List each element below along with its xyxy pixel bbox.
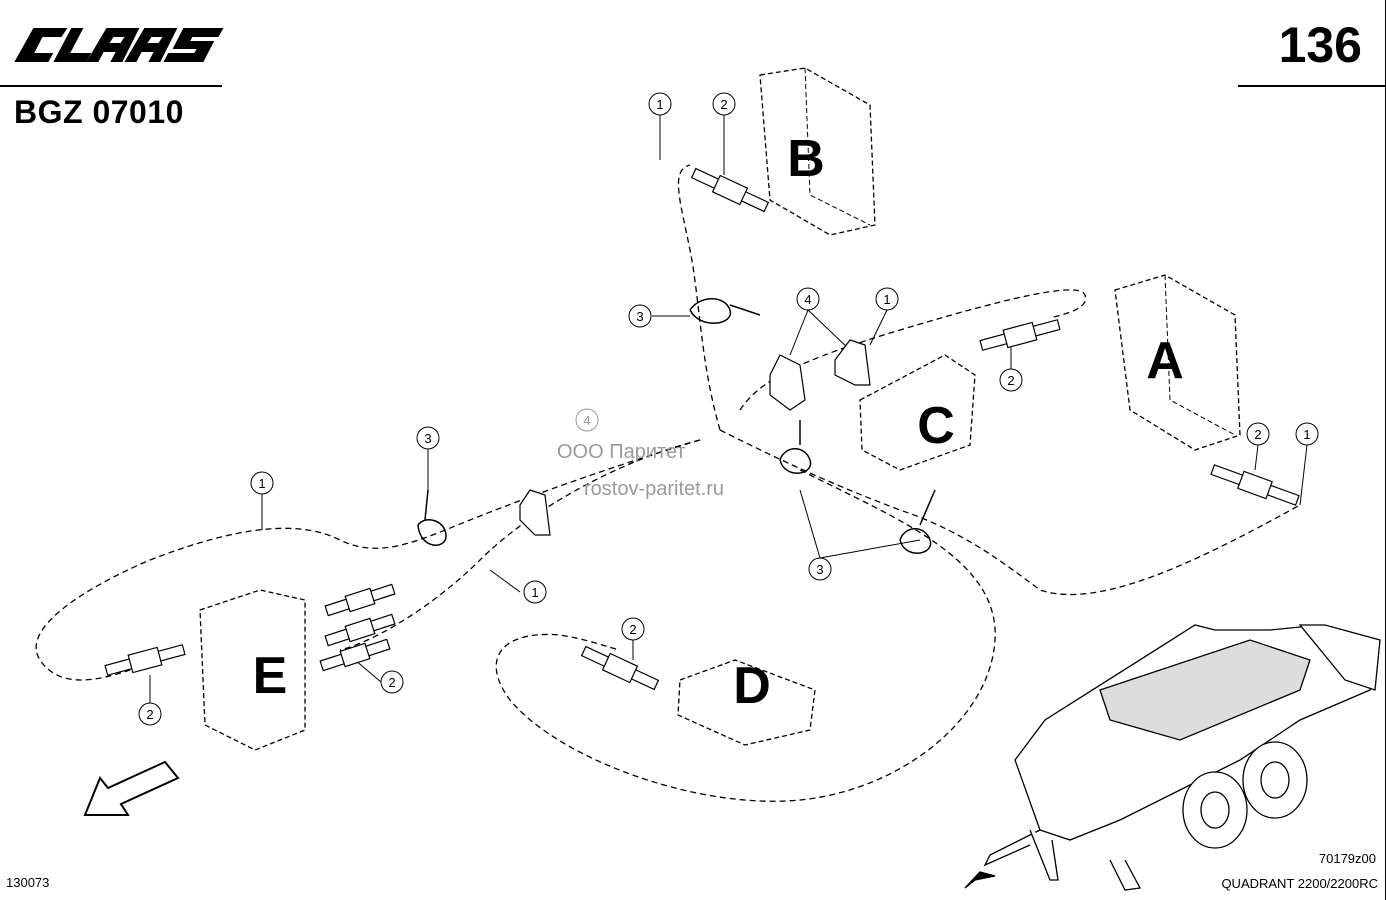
coupling <box>979 319 1061 351</box>
callout-markers: 1 2 3 4 1 2 2 1 4 3 1 1 3 2 2 2 <box>138 92 1319 726</box>
svg-text:1: 1 <box>258 476 265 491</box>
callout-2: 2 <box>999 368 1023 392</box>
callout-3: 3 <box>808 557 832 581</box>
callout-2: 2 <box>712 92 736 116</box>
valve-block-e: E <box>199 589 306 751</box>
svg-text:2: 2 <box>388 675 395 690</box>
header-rule <box>0 85 222 87</box>
svg-text:4: 4 <box>804 292 811 307</box>
svg-text:1: 1 <box>656 97 663 112</box>
callout-4-ghost: 4 <box>575 408 599 432</box>
hose-couplings <box>104 167 1300 691</box>
valve-label-d: D <box>733 657 771 715</box>
coupling <box>324 583 396 617</box>
watermark-company: ООО Паритет <box>557 441 686 463</box>
coupling <box>104 644 186 676</box>
hose-brackets <box>519 339 871 536</box>
valve-label-e: E <box>253 647 288 705</box>
svg-text:3: 3 <box>636 309 643 324</box>
svg-text:2: 2 <box>1007 373 1014 388</box>
valve-block-b: B <box>759 67 876 236</box>
callout-4: 4 <box>796 287 820 311</box>
valve-label-a: A <box>1146 332 1184 390</box>
callout-2: 2 <box>1246 422 1270 446</box>
callout-1: 1 <box>648 92 672 116</box>
svg-text:3: 3 <box>424 431 431 446</box>
callout-1: 1 <box>1295 422 1319 446</box>
watermark-url: rostov-paritet.ru <box>584 478 725 500</box>
svg-text:1: 1 <box>1303 427 1310 442</box>
coupling <box>1210 464 1300 506</box>
model-name: QUADRANT 2200/2200RC <box>1221 876 1378 891</box>
callout-leaders <box>149 115 1308 703</box>
claas-logo <box>14 28 224 62</box>
callout-2: 2 <box>138 702 162 726</box>
valve-block-c: C <box>859 354 976 471</box>
hose-clamps <box>417 298 936 554</box>
document-code: BGZ 07010 <box>14 94 184 130</box>
coupling <box>690 167 770 213</box>
valve-block-a: A <box>1114 274 1241 451</box>
figure-ref: 70179z00 <box>1318 851 1376 866</box>
svg-text:2: 2 <box>1254 427 1261 442</box>
callout-2: 2 <box>621 617 645 641</box>
callout-1: 1 <box>875 287 899 311</box>
baler-machine-icon <box>964 624 1381 891</box>
callout-1: 1 <box>250 471 274 495</box>
valve-label-c: C <box>917 397 955 455</box>
drawing-ref: 130073 <box>6 875 50 890</box>
callout-3: 3 <box>628 304 652 328</box>
callout-3: 3 <box>416 426 440 450</box>
valve-block-d: D <box>677 657 816 746</box>
valve-label-b: B <box>787 130 825 188</box>
svg-text:1: 1 <box>883 292 890 307</box>
svg-text:2: 2 <box>720 97 727 112</box>
svg-text:1: 1 <box>531 585 538 600</box>
page-number: 136 <box>1278 17 1362 73</box>
coupling <box>324 613 396 647</box>
svg-text:2: 2 <box>146 707 153 722</box>
page-number-rule <box>1238 85 1386 87</box>
coupling <box>319 638 391 672</box>
callout-2: 2 <box>380 670 404 694</box>
svg-text:4: 4 <box>583 413 590 428</box>
direction-arrow-icon <box>83 760 180 816</box>
callout-1: 1 <box>523 580 547 604</box>
svg-text:3: 3 <box>816 562 823 577</box>
svg-text:2: 2 <box>629 622 636 637</box>
coupling <box>580 645 660 691</box>
